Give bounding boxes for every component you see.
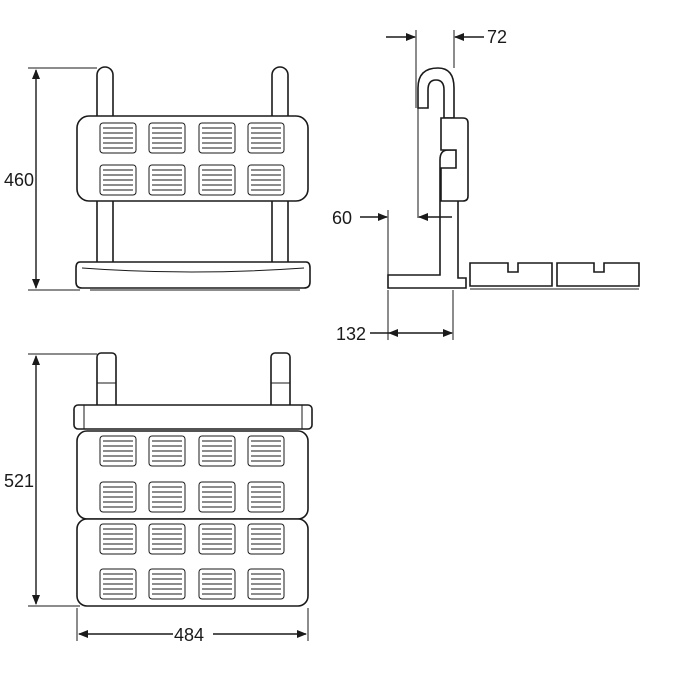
vent-slot-block	[247, 568, 285, 600]
vent-slot-block	[247, 523, 285, 555]
folded-panel-lower	[76, 518, 309, 607]
dim-label-72: 72	[487, 27, 507, 47]
vent-slot-block	[198, 481, 236, 513]
vent-slot-block	[99, 435, 137, 467]
vent-slot-block	[247, 122, 285, 154]
dim-label-521: 521	[4, 471, 34, 491]
folded-slots	[99, 435, 285, 600]
side-seat-pad-1	[469, 262, 553, 287]
dimension-depth-offset: 72	[386, 27, 507, 108]
side-view: 72 60 132	[332, 27, 640, 344]
folded-view: 521 484	[4, 352, 313, 645]
vent-slot-block	[247, 164, 285, 196]
vent-slot-block	[99, 164, 137, 196]
dim-label-132: 132	[336, 324, 366, 344]
vent-slot-block	[99, 481, 137, 513]
dimension-wall-distance: 60	[332, 108, 452, 275]
side-seat-pad-2	[556, 262, 640, 287]
dimension-front-height: 460	[4, 67, 97, 291]
vent-slot-block	[198, 435, 236, 467]
dim-label-60: 60	[332, 208, 352, 228]
backrest-slots	[99, 122, 285, 196]
dimension-width: 484	[76, 608, 309, 645]
vent-slot-block	[148, 481, 186, 513]
vent-slot-block	[247, 481, 285, 513]
dim-label-460: 460	[4, 170, 34, 190]
vent-slot-block	[198, 568, 236, 600]
vent-slot-block	[198, 164, 236, 196]
vent-slot-block	[148, 568, 186, 600]
vent-slot-block	[148, 435, 186, 467]
vent-slot-block	[148, 523, 186, 555]
vent-slot-block	[99, 568, 137, 600]
vent-slot-block	[148, 122, 186, 154]
side-backrest	[440, 117, 469, 202]
dim-label-484: 484	[174, 625, 204, 645]
dimension-folded-height: 521	[4, 353, 97, 607]
side-post	[417, 67, 455, 119]
vent-slot-block	[247, 435, 285, 467]
seat-bar	[75, 261, 311, 289]
folded-top-bar	[73, 404, 313, 430]
vent-slot-block	[99, 122, 137, 154]
vent-slot-block	[99, 523, 137, 555]
vent-slot-block	[198, 122, 236, 154]
folded-panel-upper	[76, 430, 309, 520]
vent-slot-block	[198, 523, 236, 555]
front-view: 460	[4, 66, 311, 291]
dimension-bracket-depth: 132	[336, 290, 454, 344]
backrest-panel	[76, 115, 309, 202]
vent-slot-block	[148, 164, 186, 196]
